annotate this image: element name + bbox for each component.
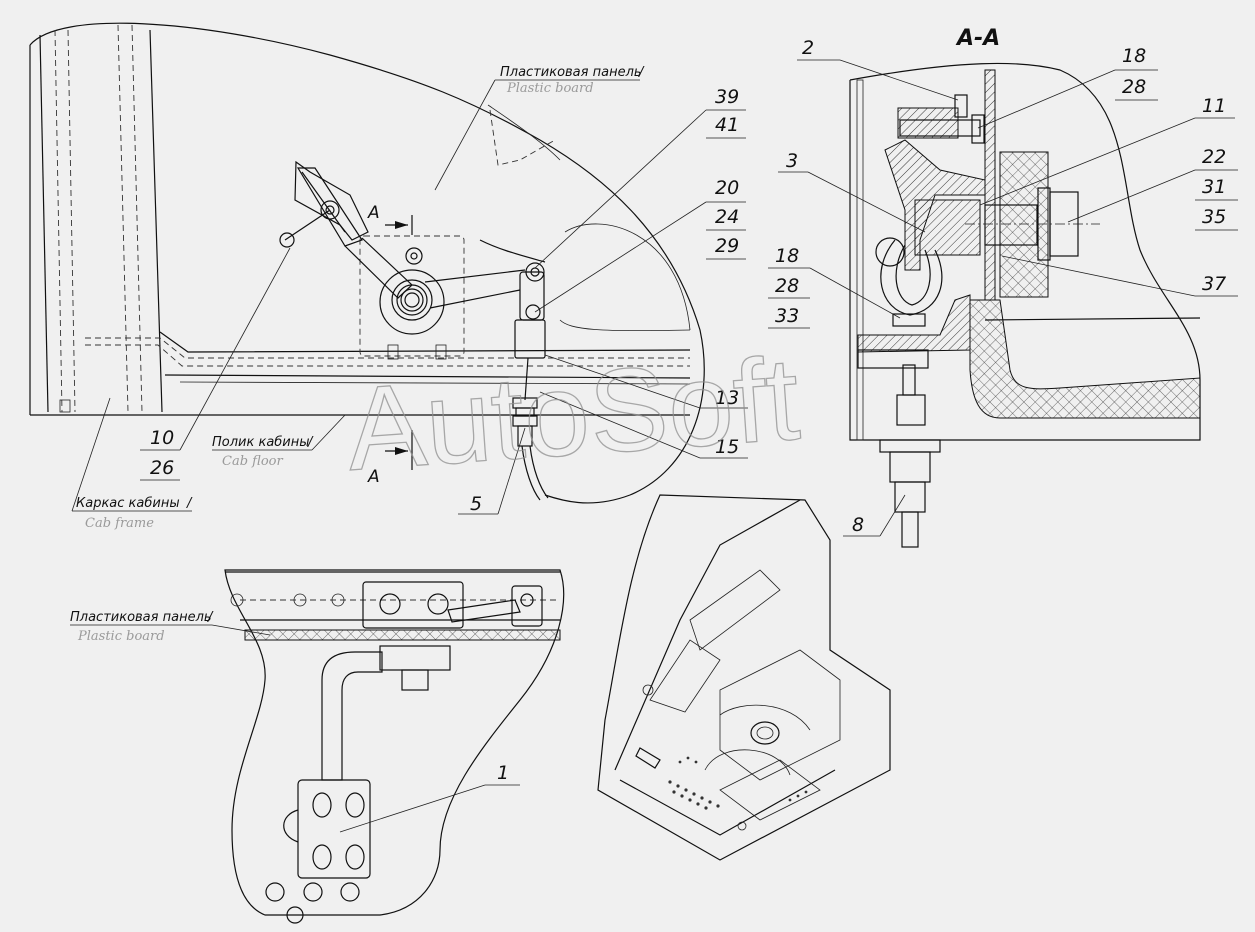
callout-26: 26 <box>150 457 174 479</box>
caption-plastic-board-ru: Пластиковая панель <box>500 65 642 80</box>
callout-20-24-29: 20 24 29 <box>534 177 746 313</box>
callout-20: 20 <box>715 177 739 199</box>
section-letter-bottom: A <box>367 467 380 487</box>
callout-22-31-35: 22 31 35 <box>1067 146 1238 231</box>
callout-39: 39 <box>715 86 739 108</box>
callout-8: 8 <box>852 514 864 536</box>
callout-3: 3 <box>778 150 926 233</box>
pedal-lever <box>279 160 413 299</box>
callout-2: 2 <box>802 37 814 59</box>
cab-floor <box>30 331 691 416</box>
callout-8: 8 <box>843 494 906 537</box>
section-marker-top: A <box>367 203 413 235</box>
caption-cab-floor: Полик кабины / Cab floor <box>212 414 346 469</box>
callout-5: 5 <box>470 493 482 515</box>
caption-plastic-board-2: Пластиковая панель / Plastic board <box>70 610 271 644</box>
callout-24: 24 <box>715 206 739 228</box>
linkage-rod <box>424 223 691 359</box>
section-title: A-A <box>955 26 1000 51</box>
isometric-cab-view <box>597 494 891 861</box>
callout-10-26: 10 26 <box>140 247 291 481</box>
caption-cab-floor-en: Cab floor <box>222 454 283 469</box>
main-view: A A Пластиковая панель / Plastic board П… <box>29 22 748 531</box>
callout-15: 15 <box>715 436 739 458</box>
callout-15: 15 <box>539 391 748 459</box>
caption-plastic-board: Пластиковая панель / Plastic board <box>434 65 645 191</box>
section-view: A-A <box>768 26 1238 548</box>
callout-22: 22 <box>1202 146 1226 168</box>
caption-cab-frame-en: Cab frame <box>85 516 154 531</box>
callout-18b: 18 <box>775 245 799 267</box>
brake-cable <box>512 357 549 501</box>
caption-separator: / <box>207 610 214 625</box>
caption-plastic-board-en: Plastic board <box>506 81 594 96</box>
section-marker-bottom: A <box>367 430 413 487</box>
callout-3: 3 <box>786 150 798 172</box>
callout-11: 11 <box>979 95 1235 206</box>
callout-11: 11 <box>1202 95 1226 117</box>
caption-separator: / <box>638 65 645 80</box>
callout-29: 29 <box>715 235 739 257</box>
caption-cab-frame: Каркас кабины / Cab frame <box>71 397 193 531</box>
caption-cab-floor-ru: Полик кабины <box>212 435 310 450</box>
callout-1: 1 <box>339 762 520 833</box>
callout-18-28-33: 18 28 33 <box>768 245 901 329</box>
callout-1: 1 <box>497 762 509 784</box>
caption-separator: / <box>307 435 314 450</box>
callout-18a: 18 <box>1122 45 1146 67</box>
cab-frame-pillar <box>39 24 163 413</box>
callout-35: 35 <box>1202 206 1226 228</box>
caption-cab-frame-ru: Каркас кабины <box>76 496 180 511</box>
caption-plastic-board2-en: Plastic board <box>77 629 165 644</box>
caption-separator: / <box>186 496 193 511</box>
callout-28b: 28 <box>775 275 799 297</box>
callout-39-41: 39 41 <box>534 86 746 269</box>
callout-13: 13 <box>715 387 739 409</box>
callout-2: 2 <box>797 37 959 101</box>
callout-37: 37 <box>1001 255 1238 297</box>
callout-5: 5 <box>458 427 526 515</box>
callout-31: 31 <box>1202 176 1226 198</box>
callout-37: 37 <box>1202 273 1226 295</box>
callout-13: 13 <box>544 354 748 409</box>
callout-33: 33 <box>775 305 799 327</box>
bottom-detail-view: Пластиковая панель / Plastic board 1 <box>70 569 565 924</box>
pivot-spring <box>379 247 447 360</box>
caption-plastic-board2-ru: Пластиковая панель <box>70 610 212 625</box>
callout-18-28-top: 18 28 <box>977 45 1158 129</box>
callout-28a: 28 <box>1122 76 1146 98</box>
watermark-text: AutoSoft <box>343 333 804 496</box>
callout-10: 10 <box>150 427 174 449</box>
callout-41: 41 <box>715 114 739 136</box>
section-letter-top: A <box>367 203 380 223</box>
